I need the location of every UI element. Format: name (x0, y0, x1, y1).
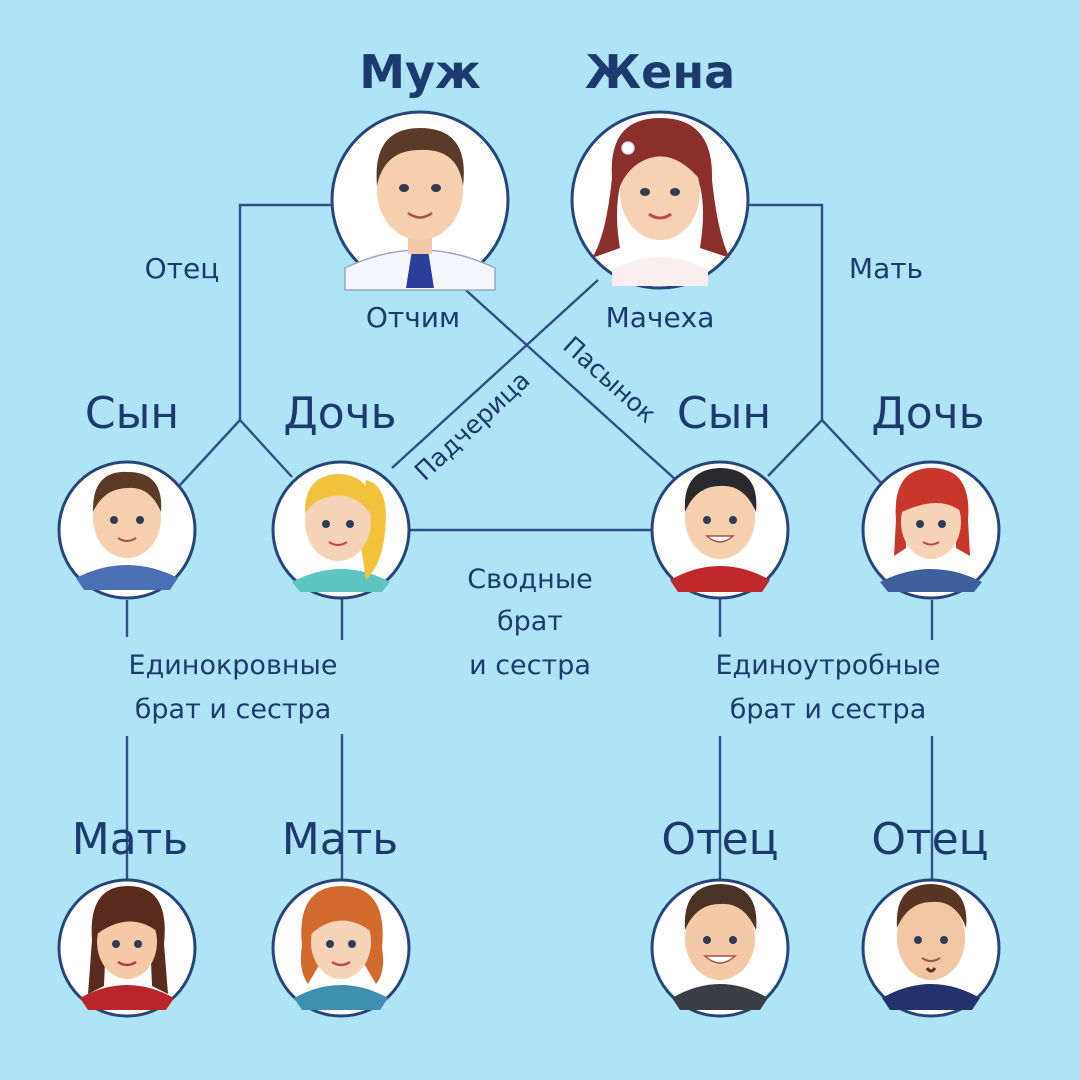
step-siblings-line-1: Сводные (467, 564, 593, 595)
left-daughter-node (271, 460, 411, 600)
paternal-half-line-1: Единокровные (129, 650, 338, 681)
connector-stepmother-stepdaughter (391, 279, 599, 469)
bottom-father-2-node (861, 878, 1001, 1018)
maternal-half-line-1: Единоутробные (715, 650, 940, 681)
maternal-half-siblings-note: Единоутробные брат и сестра (715, 650, 940, 725)
connector-stepfather-stepson (457, 282, 677, 481)
step-siblings-note: Сводные брат и сестра (467, 564, 593, 681)
bottom-mother-1-node (57, 878, 197, 1018)
maternal-half-line-2: брат и сестра (730, 694, 927, 725)
bottom-mother-2-label: Мать (282, 814, 399, 865)
wife-node: Жена Мачеха (570, 45, 750, 334)
left-son-node (57, 460, 197, 600)
connector-right-fork-daughter (821, 419, 883, 485)
step-siblings-line-3: и сестра (469, 650, 591, 681)
connector-wife-right-children (748, 203, 824, 420)
bottom-mother-2-node (271, 878, 411, 1018)
right-daughter-label: Дочь (871, 388, 984, 439)
stepson-label: Пасынок (557, 331, 661, 429)
stepfather-label: Отчим (366, 301, 460, 334)
husband-label: Муж (359, 45, 481, 99)
bottom-father-1-node (650, 878, 790, 1018)
left-daughter-label: Дочь (283, 388, 396, 439)
mother-relation-label: Мать (849, 252, 923, 285)
connector-left-fork-son (179, 419, 241, 486)
left-son-label: Сын (85, 388, 179, 439)
connectors (125, 203, 934, 880)
husband-avatar (344, 128, 496, 291)
step-siblings-line-2: брат (497, 606, 563, 637)
bottom-father-2-label: Отец (871, 814, 988, 865)
stepmother-label: Мачеха (606, 301, 715, 334)
right-son-label: Сын (677, 388, 771, 439)
right-daughter-node (861, 460, 1001, 600)
bottom-mother-1-label: Мать (72, 814, 189, 865)
paternal-half-siblings-note: Единокровные брат и сестра (129, 650, 338, 725)
stepdaughter-label: Падчерица (409, 365, 536, 486)
connector-left-fork-daughter (239, 419, 293, 478)
father-relation-label: Отец (145, 252, 220, 285)
connector-husband-left-children (238, 203, 332, 420)
husband-node: Муж Отчим (330, 45, 510, 334)
wife-avatar (592, 118, 730, 286)
right-son-node (650, 460, 790, 600)
bottom-father-1-label: Отец (661, 814, 778, 865)
connector-right-fork-son (767, 419, 823, 477)
wife-label: Жена (585, 45, 735, 99)
paternal-half-line-2: брат и сестра (135, 694, 332, 725)
